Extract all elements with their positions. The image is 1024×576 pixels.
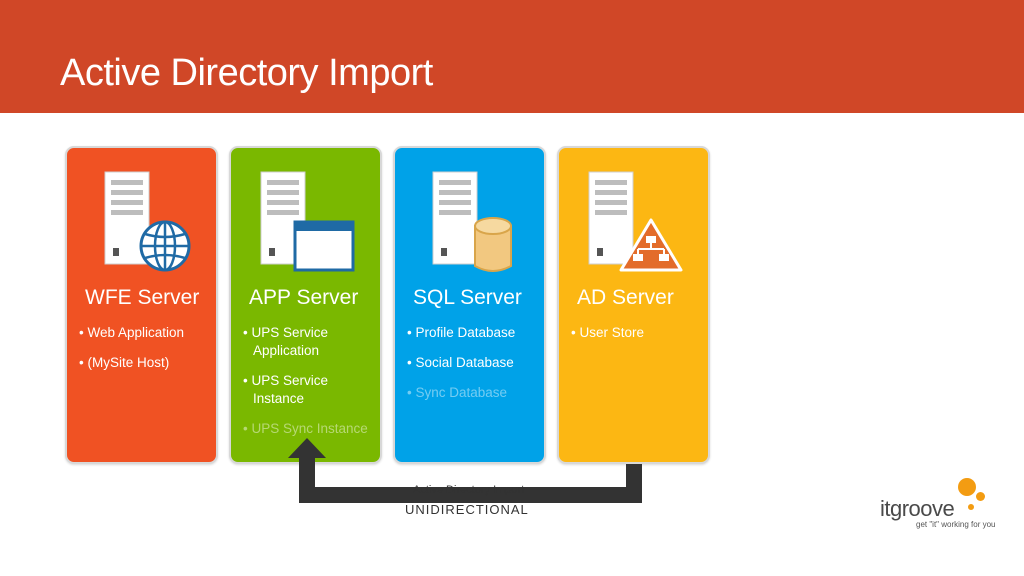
list-item: UPS Service Application (243, 324, 378, 360)
list-item: Profile Database (407, 324, 542, 342)
logo-dot-icon (968, 504, 974, 510)
card-title: APP Server (249, 286, 359, 309)
list-item: Web Application (79, 324, 214, 342)
card-list: UPS Service Application UPS Service Inst… (243, 324, 378, 450)
card-list: Profile Database Social Database Sync Da… (407, 324, 542, 414)
card-title: SQL Server (413, 286, 522, 309)
logo-tagline: get "it" working for you (916, 520, 996, 529)
logo-name: itgroove (880, 496, 955, 521)
logo-dot-icon (976, 492, 985, 501)
itgroove-logo: itgroove get "it" working for you (880, 478, 1010, 538)
card-title: WFE Server (85, 286, 200, 309)
server-globe-icon (104, 171, 191, 272)
list-item: Sync Database (407, 384, 542, 402)
logo-dot-icon (958, 478, 976, 496)
card-ad-server: AD Server User Store (557, 146, 710, 464)
list-item: UPS Service Instance (243, 372, 378, 408)
card-title: AD Server (577, 286, 674, 309)
list-item: Social Database (407, 354, 542, 372)
list-item: User Store (571, 324, 706, 342)
slide-title: Active Directory Import (60, 52, 433, 94)
card-app-server: APP Server UPS Service Application UPS S… (229, 146, 382, 464)
list-item: (MySite Host) (79, 354, 214, 372)
server-database-icon (432, 171, 512, 272)
list-item: UPS Sync Instance (243, 420, 378, 438)
server-cards: WFE Server Web Application (MySite Host)… (57, 140, 723, 470)
server-hierarchy-icon (588, 171, 683, 272)
flow-label: Active Directory Import (413, 484, 525, 496)
arrow-head-icon (288, 438, 326, 458)
card-list: User Store (571, 324, 706, 354)
server-window-icon (260, 171, 355, 272)
header-bar (0, 0, 1024, 113)
card-sql-server: SQL Server Profile Database Social Datab… (393, 146, 546, 464)
card-list: Web Application (MySite Host) (79, 324, 214, 384)
flow-direction: UNIDIRECTIONAL (405, 502, 529, 517)
card-wfe-server: WFE Server Web Application (MySite Host) (65, 146, 218, 464)
